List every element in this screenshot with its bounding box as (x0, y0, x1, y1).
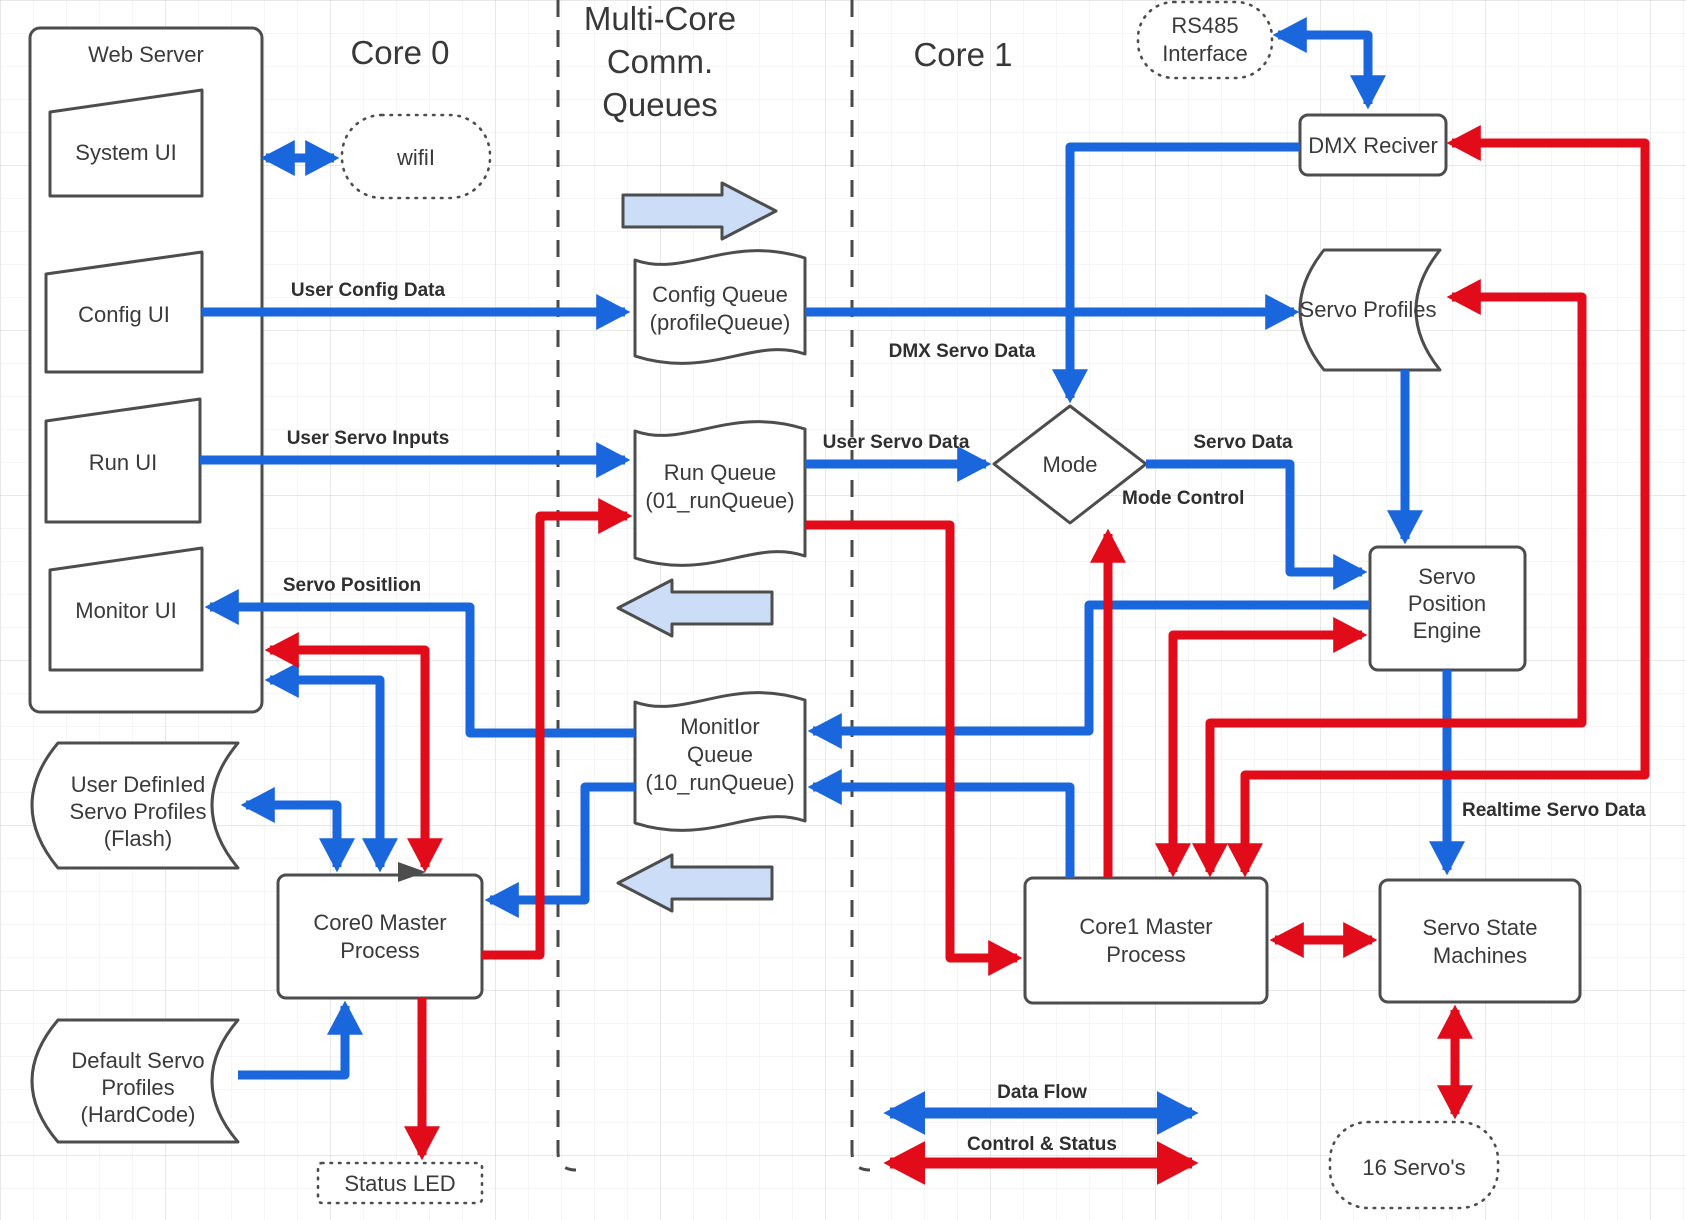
rs485-label-line1: RS485 (1171, 13, 1238, 38)
edge-core0-webserver-control (264, 632, 443, 873)
edge-rs485-dmx (1272, 17, 1386, 110)
default-profiles-label-line3: (HardCode) (81, 1102, 196, 1127)
edge-core1-monitorqueue (807, 769, 1075, 878)
realtime-servo-data-label: Realtime Servo Data (1462, 800, 1646, 821)
edge-monitorqueue-core0 (484, 782, 635, 918)
run-queue-label-line1: Run Queue (664, 460, 777, 485)
edge-dmx-mode (1052, 142, 1300, 404)
multicore-title-line1: Multi-Core (584, 0, 736, 37)
monitor-queue-label-line1: MonitIor (680, 714, 759, 739)
run-ui-label: Run UI (89, 450, 157, 475)
core0-master-node (276, 873, 484, 1000)
servos-16-node (1328, 1120, 1500, 1210)
engine-label-line1: Servo (1418, 564, 1475, 589)
mode-label: Mode (1042, 452, 1097, 477)
flash-profiles-label-line1: User DefinIed (71, 772, 206, 797)
system-ui-label: System UI (75, 140, 176, 165)
user-servo-data-label: User Servo Data (823, 432, 970, 453)
flash-profiles-label-line2: Servo Profiles (70, 799, 207, 824)
edge-core0-runqueue-control (482, 498, 633, 960)
config-queue-node (633, 249, 807, 365)
multicore-title-line2: Comm. (607, 43, 713, 80)
core0-entry-arrow-icon (398, 862, 426, 882)
config-queue-label-line2: (profileQueue) (650, 310, 791, 335)
default-profiles-label-line1: Default Servo (71, 1048, 204, 1073)
run-ui-node (44, 397, 202, 524)
queue-direction-left2-icon (616, 853, 774, 913)
edge-defaultprofiles-core0 (238, 1000, 363, 1080)
edge-core0-flashprofiles (240, 787, 355, 873)
queue-direction-left-icon (616, 578, 774, 638)
monitor-ui-node (48, 546, 204, 672)
default-profiles-node (30, 1018, 240, 1144)
config-queue-label-line1: Config Queue (652, 282, 788, 307)
flash-profiles-label-line3: (Flash) (104, 826, 172, 851)
run-queue-node (633, 420, 807, 567)
core0-lane-title: Core 0 (350, 34, 449, 71)
monitor-ui-label: Monitor UI (75, 598, 176, 623)
servo-profiles-label: Servo Profiles (1300, 297, 1437, 322)
lane-separator-left (556, 0, 577, 1172)
config-ui-node (44, 250, 204, 374)
edge-runqueue-core1-control (805, 520, 1023, 976)
monitor-queue-label-line2: Queue (687, 742, 753, 767)
core1-lane-title: Core 1 (913, 36, 1012, 73)
engine-label-line3: Engine (1413, 618, 1482, 643)
edge-core1-dmx-control (1227, 125, 1650, 878)
core0-master-label-line2: Process (340, 938, 419, 963)
wifi-label: wifiI (396, 145, 435, 170)
config-ui-label: Config UI (78, 302, 170, 327)
multicore-title-line3: Queues (602, 86, 718, 123)
legend-data-flow-label: Data Flow (997, 1082, 1087, 1103)
core1-master-label-line1: Core1 Master (1079, 914, 1212, 939)
mode-control-label: Mode Control (1122, 488, 1244, 509)
edge-monitorqueue-monitorui (204, 589, 635, 738)
servo-position-label: Servo Positlion (283, 575, 421, 596)
user-servo-inputs-label: User Servo Inputs (287, 428, 450, 449)
default-profiles-label-line2: Profiles (101, 1075, 174, 1100)
core1-master-label-line2: Process (1106, 942, 1185, 967)
monitor-queue-label-line3: (10_runQueue) (645, 770, 794, 795)
status-led-label: Status LED (344, 1171, 455, 1196)
edge-core1-engine-control (1155, 617, 1368, 878)
dmx-servo-data-label: DMX Servo Data (889, 341, 1036, 362)
status-led-node (316, 1161, 484, 1205)
servo-state-machines-node (1378, 878, 1582, 1004)
engine-label-line2: Position (1408, 591, 1486, 616)
core1-master-node (1023, 876, 1269, 1005)
queue-direction-right-icon (621, 181, 778, 241)
core0-master-label-line1: Core0 Master (313, 910, 446, 935)
edge-engine-monitorqueue (807, 600, 1370, 749)
servo-data-label: Servo Data (1193, 432, 1293, 453)
dmx-receiver-label: DMX Reciver (1308, 133, 1438, 158)
legend-control-status-label: Control & Status (967, 1134, 1117, 1155)
monitor-queue-node (633, 691, 807, 832)
edge-core1-servoprofiles-control (1192, 279, 1587, 878)
wifi-node (340, 113, 492, 200)
servos-16-label: 16 Servo's (1362, 1155, 1465, 1180)
servo-state-machines-label-line2: Machines (1433, 943, 1527, 968)
web-server-label: Web Server (88, 42, 204, 67)
system-ui-node (48, 88, 204, 198)
rs485-node (1136, 0, 1274, 80)
user-defined-profiles-node (30, 741, 240, 870)
run-queue-label-line2: (01_runQueue) (645, 488, 794, 513)
user-config-data-label: User Config Data (291, 280, 446, 301)
edge-mode-engine (1146, 459, 1368, 590)
rs485-label-line2: Interface (1162, 41, 1248, 66)
edge-core0-webserver-data (264, 662, 398, 873)
lane-separator-right (850, 0, 871, 1172)
servo-state-machines-label-line1: Servo State (1423, 915, 1538, 940)
